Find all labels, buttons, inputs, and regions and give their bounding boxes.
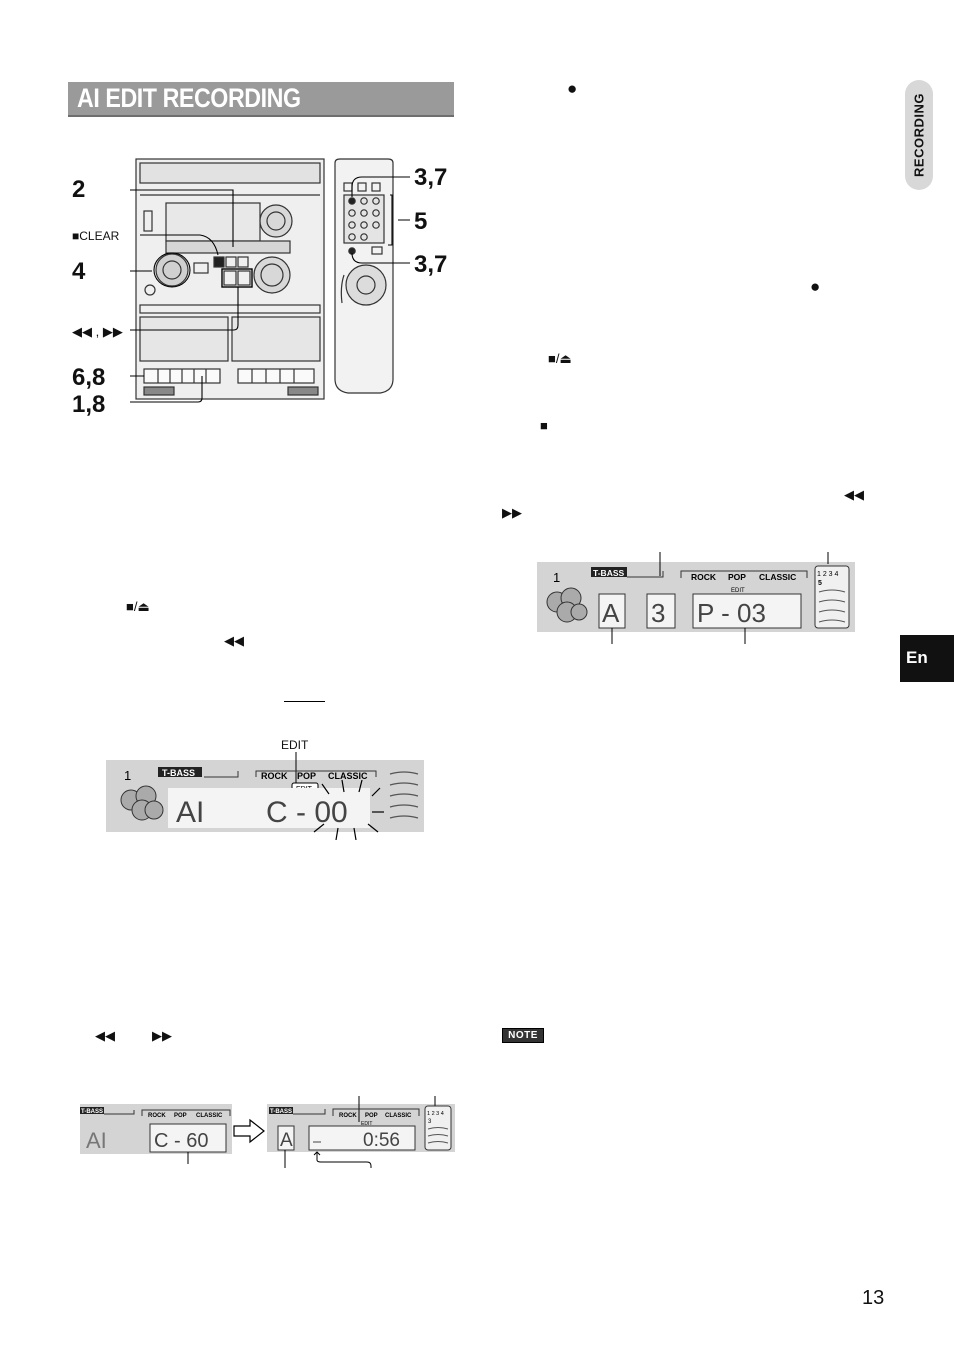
callout-3-7-bottom: 3,7	[414, 251, 448, 278]
display4-program-text: P - 03	[697, 598, 766, 628]
pop-label-2: POP	[174, 1113, 187, 1119]
display3-track-ticks: 1 2 3 4	[427, 1111, 444, 1117]
display1-counter-text: C - 00	[266, 796, 348, 829]
arrow-right-icon	[233, 1118, 265, 1144]
stop-square-icon: ■	[72, 229, 80, 243]
lcd-display-4: 1 T-BASS ROCK POP CLASSIC EDIT A 3 P - 0…	[537, 552, 855, 644]
clear-label-group: ■CLEAR	[72, 230, 119, 242]
section-tab: RECORDING	[905, 80, 933, 190]
pop-label-4: POP	[728, 572, 746, 582]
classic-label-2: CLASSIC	[196, 1113, 223, 1119]
stereo-illustration	[130, 158, 410, 403]
disc-number: 1	[124, 768, 131, 783]
edit-indicator-4: EDIT	[731, 588, 745, 594]
fast-forward-icon-2: ▶▶	[502, 505, 522, 520]
display4-step-text: 3	[651, 598, 665, 628]
classic-label-3: CLASSIC	[385, 1113, 412, 1119]
classic-label-4: CLASSIC	[759, 572, 796, 582]
note-badge: NOTE	[502, 1028, 544, 1043]
language-tab-label: En	[906, 648, 928, 667]
display3-time-text: 0:56	[363, 1130, 400, 1151]
clear-label: CLEAR	[79, 229, 120, 243]
pop-label: POP	[297, 771, 316, 781]
classic-label: CLASSIC	[328, 771, 368, 781]
stop-icon: ■	[540, 418, 548, 433]
callout-5: 5	[414, 208, 428, 235]
lcd-display-3: T-BASS ROCK POP CLASSIC EDIT A 0:56 1 2 …	[267, 1096, 455, 1168]
pop-label-3: POP	[365, 1113, 378, 1119]
underline-rule	[284, 701, 325, 702]
edit-indicator-3: EDIT	[361, 1121, 372, 1127]
callout-1-8: 1,8	[72, 391, 106, 418]
rock-label-3: ROCK	[339, 1113, 357, 1119]
rock-label-2: ROCK	[148, 1113, 166, 1119]
callout-2: 2	[72, 176, 86, 203]
tbass-label: T-BASS	[162, 768, 195, 778]
display4-track-ticks: 1 2 3 4	[817, 571, 839, 578]
display4-track-number: 5	[818, 580, 822, 587]
tbass-label-2: T-BASS	[81, 1109, 103, 1115]
display3-track-number: 3	[428, 1119, 432, 1125]
language-tab: En	[900, 635, 954, 682]
page-title: AI EDIT RECORDING	[77, 83, 301, 113]
disc-number-4: 1	[553, 570, 560, 585]
callout-6-8: 6,8	[72, 364, 106, 391]
rew-ff-label: ◀◀ , ▶▶	[72, 324, 123, 339]
lcd-display-1: 1 T-BASS ROCK POP CLASSIC EDIT AI C - 00	[106, 752, 424, 840]
record-icon: ●	[567, 79, 578, 98]
rock-label: ROCK	[261, 771, 288, 781]
callout-4: 4	[72, 258, 86, 285]
rewind-icon-3: ◀◀	[844, 487, 864, 502]
page-number: 13	[862, 1287, 885, 1309]
callout-3-7-top: 3,7	[414, 164, 448, 191]
stop-eject-icon: ■/⏏	[126, 599, 150, 614]
rock-label-4: ROCK	[691, 572, 717, 582]
display2-mode-text: AI	[86, 1128, 107, 1153]
page-title-bar: AI EDIT RECORDING	[68, 82, 454, 117]
note-label: NOTE	[508, 1030, 538, 1041]
tbass-label-4: T-BASS	[593, 568, 625, 578]
fast-forward-icon: ▶▶	[152, 1028, 172, 1043]
edit-callout-label: EDIT	[281, 738, 309, 752]
stop-eject-icon-2: ■/⏏	[548, 351, 572, 366]
rewind-icon-2: ◀◀	[95, 1028, 115, 1043]
rewind-icon: ◀◀	[224, 633, 244, 648]
display3-side-text: A	[280, 1130, 293, 1151]
display4-side-text: A	[602, 598, 620, 628]
display2-counter-text: C - 60	[154, 1130, 208, 1152]
tbass-label-3: T-BASS	[270, 1109, 292, 1115]
lcd-display-2: T-BASS ROCK POP CLASSIC AI C - 60	[80, 1104, 232, 1164]
record-icon-2: ●	[810, 277, 821, 296]
display1-mode-text: AI	[176, 796, 204, 829]
section-tab-label: RECORDING	[911, 93, 927, 177]
